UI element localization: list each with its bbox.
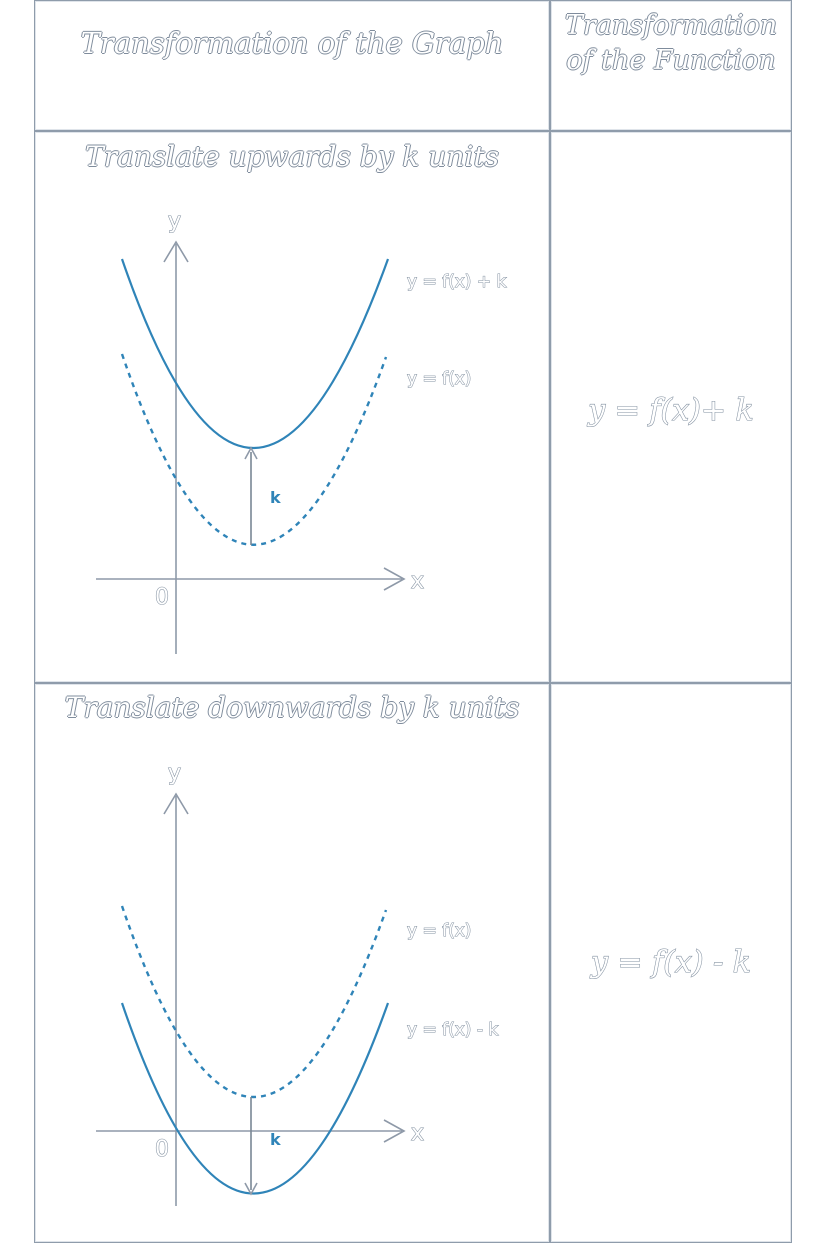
row2-title: Translate downwards by k units [64, 691, 520, 724]
row2-formula: y = f(x) - k [589, 945, 751, 980]
row2-origin-label: 0 [155, 1137, 169, 1162]
row2-x-axis-arrow-icon [383, 1119, 406, 1143]
row2-solid-curve [120, 1002, 390, 1195]
graph-column-header: Transformation of the Graph [80, 26, 504, 60]
row2-shift-arrow-icon [244, 1182, 258, 1196]
row2-y-label: y [168, 761, 181, 786]
row1-solid-curve-label: y = f(x) + k [407, 272, 506, 292]
row2-dashed-curve [120, 905, 388, 1098]
row2-dashed-curve-label: y = f(x) [407, 921, 471, 941]
header-function-cell [550, 0, 792, 131]
row1-graph-cell [34, 131, 550, 683]
row1-dashed-curve-label: y = f(x) [407, 369, 471, 389]
function-column-header-line1: Transformation [564, 10, 778, 41]
row1-formula: y = f(x)+ k [586, 393, 753, 428]
row1-graph: y x 0 k y = f(x) + k y = f(x) [96, 208, 507, 654]
row1-dashed-curve [120, 353, 388, 546]
row2-graph: y x 0 k y = f(x) y = f(x) - k [96, 760, 499, 1206]
function-column-header-line2: of the Function [566, 45, 776, 76]
row1-x-axis-arrow-icon [383, 567, 406, 591]
row1-origin-label: 0 [155, 585, 169, 610]
row1-x-label: x [411, 569, 424, 594]
row1-y-label: y [168, 209, 181, 234]
row2-y-axis-arrow-icon [163, 792, 189, 815]
row2-shift-label: k [270, 1130, 281, 1149]
header-graph-cell [34, 0, 550, 131]
row2-solid-curve-label: y = f(x) - k [407, 1020, 498, 1040]
row1-title: Translate upwards by k units [85, 140, 499, 173]
row1-solid-curve [120, 258, 390, 449]
row1-shift-arrow-icon [244, 446, 258, 460]
row1-y-axis-arrow-icon [163, 240, 189, 263]
row1-shift-label: k [270, 488, 281, 507]
row1-function-cell [550, 131, 792, 683]
row2-x-label: x [411, 1121, 424, 1146]
